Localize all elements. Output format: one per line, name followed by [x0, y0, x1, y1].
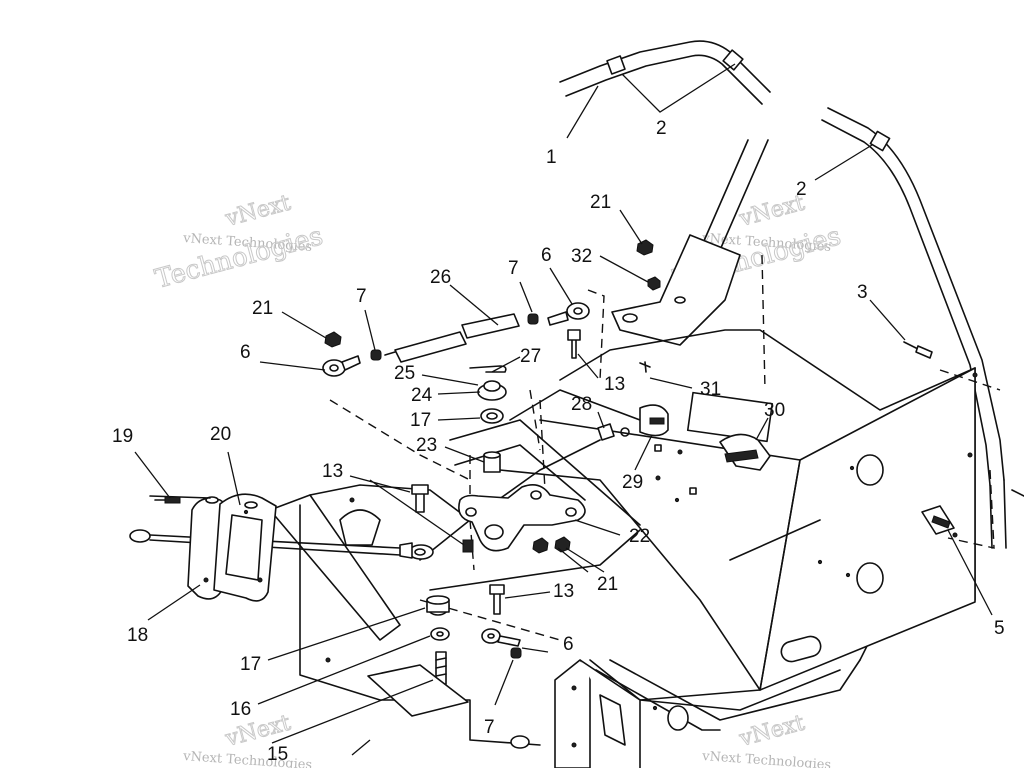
- callout-25: 25: [394, 363, 415, 384]
- callout-21: 21: [597, 574, 618, 595]
- rod-end-left: [322, 349, 382, 377]
- callout-21: 21: [252, 298, 273, 319]
- leader-lines: [134, 63, 993, 756]
- callout-13: 13: [604, 374, 625, 395]
- callout-3: 3: [857, 282, 868, 303]
- upright-post: [587, 139, 769, 381]
- callout-13: 13: [553, 581, 574, 602]
- callout-6: 6: [240, 342, 251, 363]
- svg-text:vNext Technologies: vNext Technologies: [701, 749, 832, 768]
- tie-rod-upper: [384, 313, 520, 363]
- cotter-pin: [469, 365, 507, 373]
- tie-rod-lower: [129, 529, 434, 560]
- callout-7: 7: [484, 717, 495, 738]
- callout-26: 26: [430, 267, 451, 288]
- callout-19: 19: [112, 426, 133, 447]
- callout-21: 21: [590, 192, 611, 213]
- callout-6: 6: [563, 634, 574, 655]
- main-frame: [499, 254, 1001, 731]
- frame-bolt-5: [921, 505, 955, 535]
- callout-15: 15: [267, 744, 288, 765]
- svg-text:vNext: vNext: [222, 191, 293, 233]
- lock-nuts: [324, 239, 661, 554]
- watermark-top-left: vNext vNext Technologies Technologies: [152, 190, 327, 295]
- callout-13: 13: [322, 461, 343, 482]
- callout-2: 2: [656, 118, 667, 139]
- pedal-pad: [367, 664, 469, 717]
- cable-tie-3: [903, 341, 933, 359]
- callout-31: 31: [700, 379, 721, 400]
- callout-1: 1: [546, 147, 557, 168]
- lower-bracket: [510, 659, 689, 768]
- callout-28: 28: [571, 394, 592, 415]
- lower-bushings: [426, 595, 450, 685]
- callout-7: 7: [508, 258, 519, 279]
- callout-30: 30: [764, 400, 785, 421]
- callout-17: 17: [410, 410, 431, 431]
- steering-arm-left: [149, 493, 277, 602]
- bell-crank-plate: [458, 484, 586, 552]
- bushing-stack: [477, 380, 507, 473]
- callout-23: 23: [416, 435, 437, 456]
- callout-labels: 1 2 2 3 5 6 6 6 7 7 7 13 13 13 15 16 17 …: [112, 118, 1005, 765]
- callout-29: 29: [622, 472, 643, 493]
- brake-switch-assembly: [597, 361, 771, 471]
- callout-2: 2: [796, 179, 807, 200]
- rod-end-lower: [481, 628, 522, 659]
- callout-16: 16: [230, 699, 251, 720]
- crossmember: [449, 389, 641, 526]
- rod-end-right: [527, 302, 590, 326]
- callout-5: 5: [994, 618, 1005, 639]
- handlebar-tube: [559, 40, 1024, 549]
- callout-27: 27: [520, 346, 541, 367]
- hairpin-clip: [164, 496, 181, 504]
- callout-24: 24: [411, 385, 433, 406]
- callout-22: 22: [629, 526, 650, 547]
- svg-text:Technologies: Technologies: [152, 221, 326, 295]
- svg-text:vNext Technologies: vNext Technologies: [182, 749, 313, 768]
- svg-text:vNext: vNext: [736, 711, 807, 753]
- callout-17: 17: [240, 654, 261, 675]
- callout-18: 18: [127, 625, 148, 646]
- cap-screws: [411, 329, 581, 615]
- callout-20: 20: [210, 424, 231, 445]
- callout-7: 7: [356, 286, 367, 307]
- callout-32: 32: [571, 246, 592, 267]
- callout-6: 6: [541, 245, 552, 266]
